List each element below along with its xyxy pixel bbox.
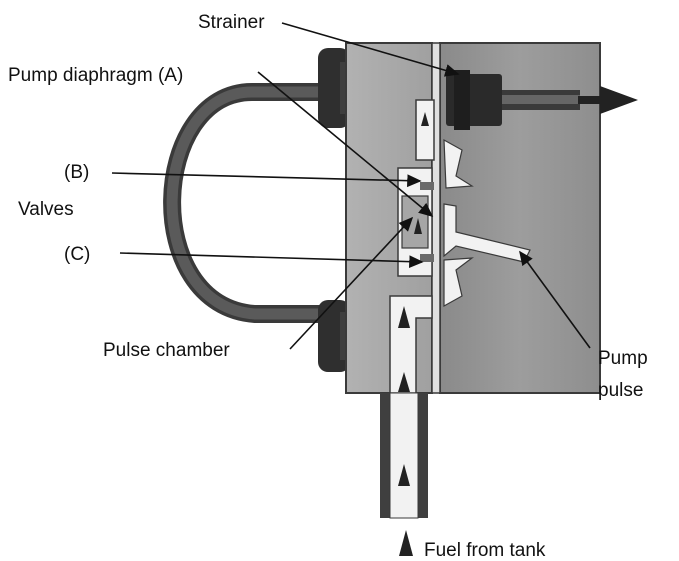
valve-b-label: (B)	[64, 162, 89, 183]
valve-b-leader	[111, 172, 422, 188]
fuel-legend-arrow	[399, 530, 413, 556]
outlet-channel	[415, 99, 435, 161]
fuel-from-tank-label: Fuel from tank	[424, 540, 546, 561]
strainer-leader	[281, 22, 460, 77]
diaphragm-leader	[257, 71, 434, 218]
strainer-fitting	[446, 70, 580, 130]
outlet-arrow	[578, 86, 638, 114]
pump-pulse-leader	[519, 250, 591, 349]
valves-label: Valves	[18, 199, 74, 220]
bypass-hose	[163, 83, 355, 323]
valve-c-label: (C)	[64, 244, 90, 265]
valve-chamber	[397, 167, 434, 277]
pump-diaphragm-label: Pump diaphragm (A)	[8, 65, 183, 86]
pulse-passages	[443, 138, 531, 308]
pump-label: Pump	[598, 348, 648, 369]
strainer-label: Strainer	[198, 12, 265, 33]
pulse-chamber-leader	[289, 216, 414, 350]
inlet-pipe	[380, 392, 428, 519]
pulse-label: pulse	[598, 380, 643, 401]
pulse-chamber-label: Pulse chamber	[103, 340, 230, 361]
outlet-channel-arrow	[421, 112, 429, 126]
pump-diaphragm	[431, 42, 441, 394]
